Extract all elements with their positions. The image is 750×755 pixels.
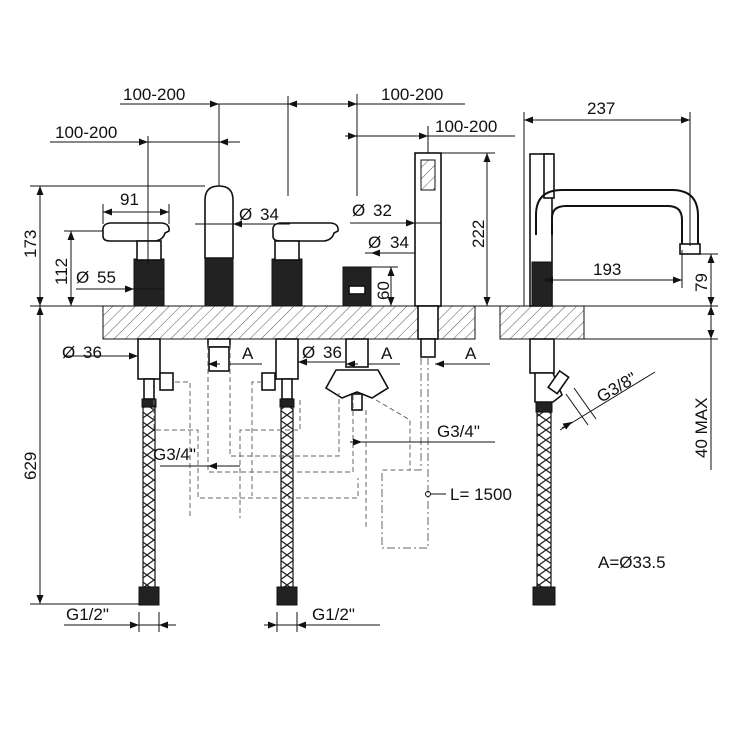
dimension-a-3: A xyxy=(435,344,490,368)
dim-label-91: 91 xyxy=(120,190,139,209)
dia-symbol-36-left: Ø xyxy=(62,343,75,362)
dimension-173: 173 xyxy=(21,185,205,306)
dim-label-193: 193 xyxy=(593,260,621,279)
dim-label-112: 112 xyxy=(52,258,71,285)
hose-routes xyxy=(153,345,431,549)
dimension-193: 193 xyxy=(544,250,683,288)
dimension-112: 112 xyxy=(52,230,103,306)
dia-symbol-34-spout: Ø xyxy=(239,205,252,224)
dim-label-55: 55 xyxy=(97,268,116,287)
dimension-237: 237 xyxy=(523,99,691,306)
dimension-g34-right: G3/4" xyxy=(350,422,495,446)
dim-label-g12-mid: G1/2" xyxy=(312,605,355,624)
dim-label-36-mid: 36 xyxy=(323,343,342,362)
dimension-a-2: A xyxy=(346,344,400,368)
middle-handle-valve xyxy=(261,222,339,606)
dim-label-79: 79 xyxy=(692,273,711,292)
dim-label-spacing-top-left: 100-200 xyxy=(123,85,185,104)
center-spout xyxy=(204,185,234,372)
dimension-79: 79 xyxy=(690,253,718,306)
dimension-a-1: A xyxy=(208,344,262,368)
dim-label-237: 237 xyxy=(587,99,615,118)
dimension-dia-34-diverter: Ø 34 xyxy=(365,233,415,257)
left-handle-valve xyxy=(102,222,174,606)
dimension-60: 60 xyxy=(370,266,398,306)
dim-label-spacing-top-mid: 100-200 xyxy=(381,85,443,104)
hose-length-label: L= 1500 xyxy=(450,485,512,504)
dim-label-173: 173 xyxy=(21,230,40,258)
dimension-top-mid: 100-200 xyxy=(290,85,465,196)
deck-slab-left xyxy=(102,305,476,340)
dim-label-a-1: A xyxy=(242,344,254,363)
dimension-40-max: 40 MAX xyxy=(584,306,718,470)
diverter-valve xyxy=(324,266,390,411)
dim-label-34-diverter: 34 xyxy=(390,233,409,252)
dimension-222: 222 xyxy=(441,152,495,306)
dim-label-g34-left: G3/4" xyxy=(153,445,196,464)
dimension-dia-36-left: Ø 36 xyxy=(62,343,138,362)
handshower xyxy=(414,152,442,358)
dimension-g12-mid: G1/2" xyxy=(264,605,380,632)
dia-symbol-55: Ø xyxy=(76,268,89,287)
dimension-g38: G3/8" xyxy=(559,369,656,431)
dimension-91: 91 xyxy=(102,190,170,224)
dia-symbol-34-diverter: Ø xyxy=(368,233,381,252)
dim-label-34-spout: 34 xyxy=(260,205,279,224)
dimension-right: 100-200 xyxy=(345,117,515,153)
dimension-629: 629 xyxy=(21,306,140,605)
dim-label-spacing-left: 100-200 xyxy=(55,123,117,142)
dim-label-36-left: 36 xyxy=(83,343,102,362)
deck-slab-right xyxy=(499,305,585,340)
dim-label-629: 629 xyxy=(21,452,40,480)
dim-label-60: 60 xyxy=(374,281,393,300)
hose-length-callout: L= 1500 xyxy=(431,485,512,504)
dim-label-g34-right: G3/4" xyxy=(437,422,480,441)
dim-label-222: 222 xyxy=(469,220,488,248)
dim-label-g12-left: G1/2" xyxy=(66,605,109,624)
dim-label-32: 32 xyxy=(373,201,392,220)
dimension-dia-55: Ø 55 xyxy=(76,268,164,293)
dimension-dia-32: Ø 32 xyxy=(350,201,441,227)
dim-label-a-2: A xyxy=(381,344,393,363)
dim-label-a-3: A xyxy=(465,344,477,363)
dia-symbol-32: Ø xyxy=(352,201,365,220)
dim-label-g38: G3/8" xyxy=(594,369,641,407)
dia-symbol-36-mid: Ø xyxy=(302,343,315,362)
dimension-g34-left: G3/4" xyxy=(153,445,240,470)
dim-label-40-max: 40 MAX xyxy=(692,398,711,458)
dimension-g12-left: G1/2" xyxy=(64,605,176,632)
dimension-top-left: 100-200 xyxy=(120,85,300,196)
dim-label-spacing-right: 100-200 xyxy=(435,117,497,136)
a-definition-note: A=Ø33.5 xyxy=(598,553,666,572)
dimension-left: 100-200 xyxy=(50,123,240,265)
side-view-assembly xyxy=(529,153,701,606)
dimension-dia-34-spout: Ø 34 xyxy=(195,205,290,228)
dimension-dia-36-mid: Ø 36 xyxy=(298,343,345,366)
